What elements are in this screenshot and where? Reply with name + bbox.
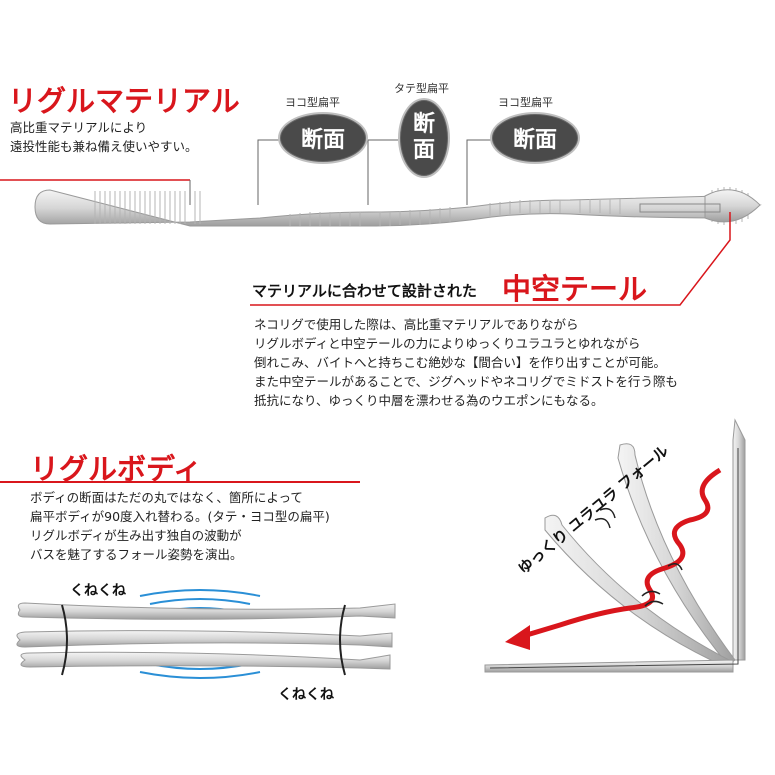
tail-desc-line-2: リグルボディと中空テールの力によりゆっくりユラユラとゆれながら xyxy=(254,336,641,351)
cross-section-text-3: 断面 xyxy=(512,128,557,153)
tail-desc-line-4: また中空テールがあることで、ジグヘッドやネコリグでミドストを行う際も xyxy=(254,374,678,389)
cross-section-label-1: ヨコ型扁平 xyxy=(285,96,340,109)
body-desc-line-1: ボディの断面はただの丸ではなく、箇所によって xyxy=(30,490,303,505)
fall-worms xyxy=(484,418,746,673)
tail-desc-line-3: 倒れこみ、バイトへと持ちこむ絶妙な【間合い】を作り出すことが可能。 xyxy=(254,355,666,370)
cross-section-text-1: 断面 xyxy=(300,128,345,153)
cross-section-pill-2: 断面 xyxy=(398,98,450,178)
main-worm-ribs xyxy=(94,187,749,226)
tail-desc-line-5: 抵抗になり、ゆっくり中層を漂わせる為のウエポンにもなる。 xyxy=(254,393,604,408)
body-desc-line-4: バスを魅了するフォール姿勢を演出。 xyxy=(30,547,243,562)
cross-section-pill-1: 断面 xyxy=(278,112,368,164)
cross-section-label-2: タテ型扁平 xyxy=(394,82,449,95)
fall-arrow-head xyxy=(505,625,530,650)
material-desc-line-1: 高比重マテリアルにより xyxy=(10,120,148,135)
wiggle-bottom-label: くねくね xyxy=(278,687,334,703)
wiggle-worms xyxy=(16,602,396,670)
body-heading: リグルボディ xyxy=(30,452,202,486)
motion-brackets xyxy=(61,604,346,676)
fall-motion-marks xyxy=(594,507,683,607)
main-worm-body xyxy=(34,189,762,227)
tail-prefix: マテリアルに合わせて設計された xyxy=(252,282,477,300)
wiggle-top-label: くねくね xyxy=(70,583,126,599)
material-heading: リグルマテリアル xyxy=(8,84,240,118)
body-desc-line-3: リグルボディが生み出す独自の波動が xyxy=(30,528,242,543)
fall-wave-arrow xyxy=(519,467,722,640)
hollow-tail-slot xyxy=(639,203,721,213)
cross-section-pill-3: 断面 xyxy=(490,112,580,164)
material-desc-line-2: 遠投性能も兼ね備え使いやすい。 xyxy=(10,139,198,154)
tail-heading: 中空テール xyxy=(502,272,648,306)
body-desc-line-2: 扁平ボディが90度入れ替わる。(タテ・ヨコ型の扁平) xyxy=(30,509,330,524)
cross-section-label-3: ヨコ型扁平 xyxy=(498,96,553,109)
cross-section-text-2: 断面 xyxy=(412,112,435,163)
fall-axis-line xyxy=(489,448,739,669)
main-worm-tail xyxy=(704,189,761,223)
tail-desc-line-1: ネコリグで使用した際は、高比重マテリアルでありながら xyxy=(254,317,579,332)
body-heading-rule xyxy=(0,481,360,483)
